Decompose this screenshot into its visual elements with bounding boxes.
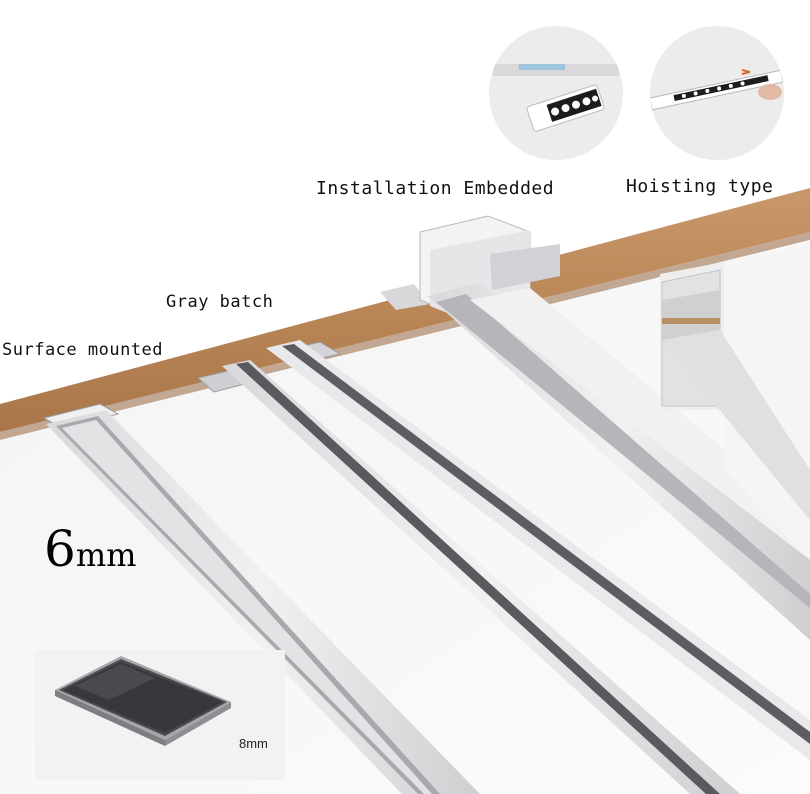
thickness-value: 6 (44, 520, 76, 578)
gray-batch-label: Gray batch (166, 292, 274, 312)
hoisting-type-label: Hoisting type (626, 176, 774, 197)
wood-ceiling-band (0, 188, 810, 432)
phone-comparison-inset (35, 650, 285, 780)
profile-thickness-label: 6mm (44, 520, 137, 578)
surface-mounted-profile (42, 403, 480, 794)
linear-light-photo (650, 26, 784, 160)
phone-thickness-label: 8mm (239, 736, 268, 751)
hoisting-profile (660, 246, 810, 560)
gray-batch-profile (196, 340, 810, 794)
installation-embedded-label: Installation Embedded (316, 178, 555, 199)
thickness-unit: mm (75, 536, 137, 574)
embedded-profile (380, 215, 810, 640)
track-spotlight-photo (489, 26, 623, 160)
phone-illustration (55, 656, 231, 746)
surface-mounted-label: Surface mounted (2, 340, 164, 360)
